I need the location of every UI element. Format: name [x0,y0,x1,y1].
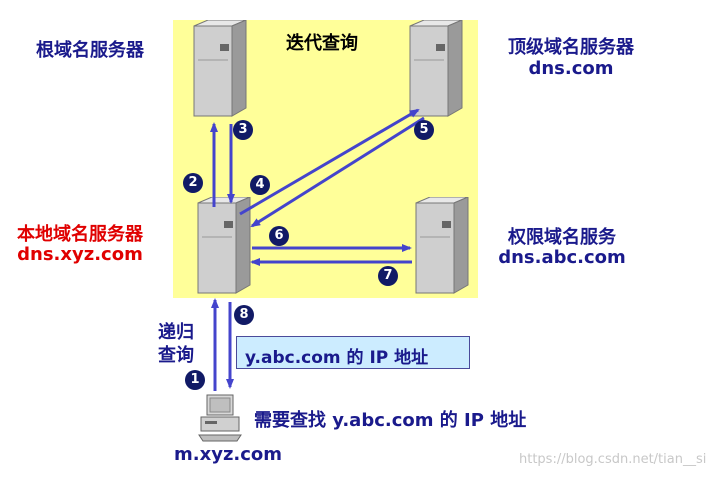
root-server-icon [193,20,247,117]
tld-server-domain: dns.com [528,58,614,79]
arrow-step-5 [250,116,425,228]
answer-text: y.abc.com 的 IP 地址 [245,348,429,368]
watermark: https://blog.csdn.net/tian__si [519,452,707,467]
arrow-step-4 [239,108,420,216]
step-badge-8: 8 [234,305,254,325]
step-badge-3: 3 [233,120,253,140]
auth-server-icon [415,197,469,294]
step-badge-6: 6 [269,226,289,246]
step-badge-2: 2 [183,173,203,193]
step-badge-5: 5 [414,120,434,140]
tld-server-icon [409,20,463,117]
step-badge-7: 7 [378,266,398,286]
local-server-domain: dns.xyz.com [17,244,143,265]
step-badge-1: 1 [185,370,205,390]
recursive-query-label-line1: 递归 [158,322,194,343]
recursive-query-label-line2: 查询 [158,345,194,366]
client-computer-icon [198,394,242,442]
tld-server-label: 顶级域名服务器 [508,37,634,58]
answer-box: y.abc.com 的 IP 地址 [236,336,470,369]
local-server-icon [197,197,251,294]
local-server-label: 本地域名服务器 [17,224,143,245]
auth-server-domain: dns.abc.com [498,247,626,268]
root-server-label: 根域名服务器 [36,40,144,61]
diagram-title: 迭代查询 [286,33,358,54]
step-badge-4: 4 [250,175,270,195]
auth-server-label: 权限域名服务 [508,227,616,248]
client-host-label: m.xyz.com [174,444,283,465]
client-request-label: 需要查找 y.abc.com 的 IP 地址 [254,410,527,431]
